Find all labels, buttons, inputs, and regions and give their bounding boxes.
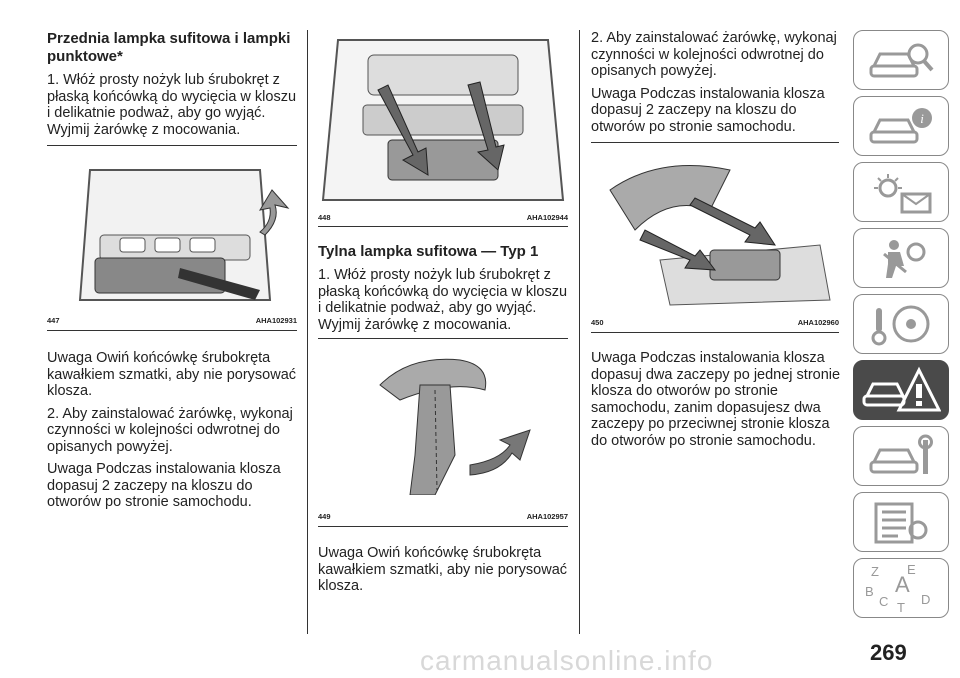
tab-car-info[interactable]: i <box>853 96 949 156</box>
note-clips: Uwaga Podczas instalowania klosza dopasu… <box>47 461 281 510</box>
figure-bottom-rule <box>47 330 297 331</box>
index-letter: D <box>921 592 930 607</box>
figure-number: 450 <box>591 318 604 327</box>
figure-code: AHA102944 <box>526 213 568 222</box>
tab-index[interactable]: Z E B A C T D <box>853 558 949 618</box>
figure-450-caption: 450 AHA102960 <box>591 318 839 327</box>
tab-starting-driving[interactable] <box>853 294 949 354</box>
step-2-text: 2. Aby zainstalować żarówkę, wykonaj czy… <box>591 30 837 79</box>
section-heading-rear-lamp: Tylna lampka sufitowa — Typ 1 <box>318 243 539 260</box>
car-search-icon <box>869 43 934 77</box>
step-1-text: 1. Włóż prosty nożyk lub śrubokręt z pła… <box>318 267 568 333</box>
note-clips: Uwaga Podczas instalowania klosza dopasu… <box>591 85 825 135</box>
figure-code: AHA102931 <box>255 316 297 325</box>
note-clips-order: Uwaga Podczas instalowania klosza dopasu… <box>591 350 841 449</box>
index-letter: Z <box>871 564 879 579</box>
figure-top-rule <box>318 338 568 339</box>
column-divider-2 <box>579 30 580 634</box>
tab-maintenance[interactable] <box>853 426 949 486</box>
figure-448-illustration <box>318 30 568 202</box>
chapter-tabs: i <box>853 30 951 624</box>
figure-450-illustration <box>600 150 835 308</box>
index-letter: E <box>907 562 916 577</box>
index-letter: B <box>865 584 874 599</box>
figure-code: AHA102960 <box>797 318 839 327</box>
tab-technical-data[interactable] <box>853 492 949 552</box>
section-heading-front-lamp: Przednia lampka sufitowa i lampki punkto… <box>47 30 291 65</box>
car-service-icon <box>869 434 933 474</box>
column-right: 2. Aby zainstalować żarówkę, wykonaj czy… <box>591 30 841 141</box>
figure-449-caption: 449 AHA102957 <box>318 512 568 521</box>
figure-number: 449 <box>318 512 331 521</box>
airbag-safety-icon <box>883 239 926 278</box>
figure-bottom-rule <box>591 332 839 333</box>
alphabetical-index-icon: Z E B A C T D <box>865 562 930 614</box>
figure-top-rule <box>47 145 297 146</box>
column-left-lower: Uwaga Owiń końcówkę śrubokręta kawałkiem… <box>47 350 297 517</box>
note-cloth: Uwaga Owiń końcówkę śrubokręta kawałkiem… <box>318 545 568 594</box>
figure-449-illustration <box>340 345 550 496</box>
figure-447-illustration <box>60 150 290 308</box>
figure-top-rule <box>591 142 839 143</box>
figure-447-caption: 447 AHA102931 <box>47 316 297 325</box>
index-letter: T <box>897 600 905 614</box>
column-right-lower: Uwaga Podczas instalowania klosza dopasu… <box>591 350 841 455</box>
column-divider-1 <box>307 30 308 634</box>
figure-number: 447 <box>47 316 60 325</box>
column-middle-lower: Uwaga Owiń końcówkę śrubokręta kawałkiem… <box>318 545 568 601</box>
technical-data-icon <box>874 502 928 543</box>
step-1-text: 1. Włóż prosty nożyk lub śrubokręt z pła… <box>47 72 297 138</box>
svg-text:i: i <box>920 111 924 126</box>
page-number: 269 <box>870 640 907 665</box>
figure-number: 448 <box>318 213 331 222</box>
index-letter: A <box>895 572 910 597</box>
note-cloth: Uwaga Owiń końcówkę śrubokręta kawałkiem… <box>47 350 297 399</box>
step-2-text: 2. Aby zainstalować żarówkę, wykonaj czy… <box>47 405 293 455</box>
watermark: carmanualsonline.info <box>420 645 714 676</box>
column-left: Przednia lampka sufitowa i lampki punkto… <box>47 30 297 144</box>
tab-safety[interactable] <box>853 228 949 288</box>
steering-key-icon <box>871 305 930 345</box>
car-emergency-icon <box>862 366 941 412</box>
tab-emergency[interactable] <box>853 360 949 420</box>
tab-car-search[interactable] <box>853 30 949 90</box>
figure-bottom-rule <box>318 526 568 527</box>
figure-448-caption: 448 AHA102944 <box>318 213 568 222</box>
index-letter: C <box>879 594 888 609</box>
figure-bottom-rule <box>318 226 568 227</box>
column-middle: Tylna lampka sufitowa — Typ 1 1. Włóż pr… <box>318 243 568 339</box>
figure-code: AHA102957 <box>526 512 568 521</box>
warning-lights-icon <box>874 173 932 213</box>
car-info-icon: i <box>869 107 932 143</box>
tab-warning-lights[interactable] <box>853 162 949 222</box>
